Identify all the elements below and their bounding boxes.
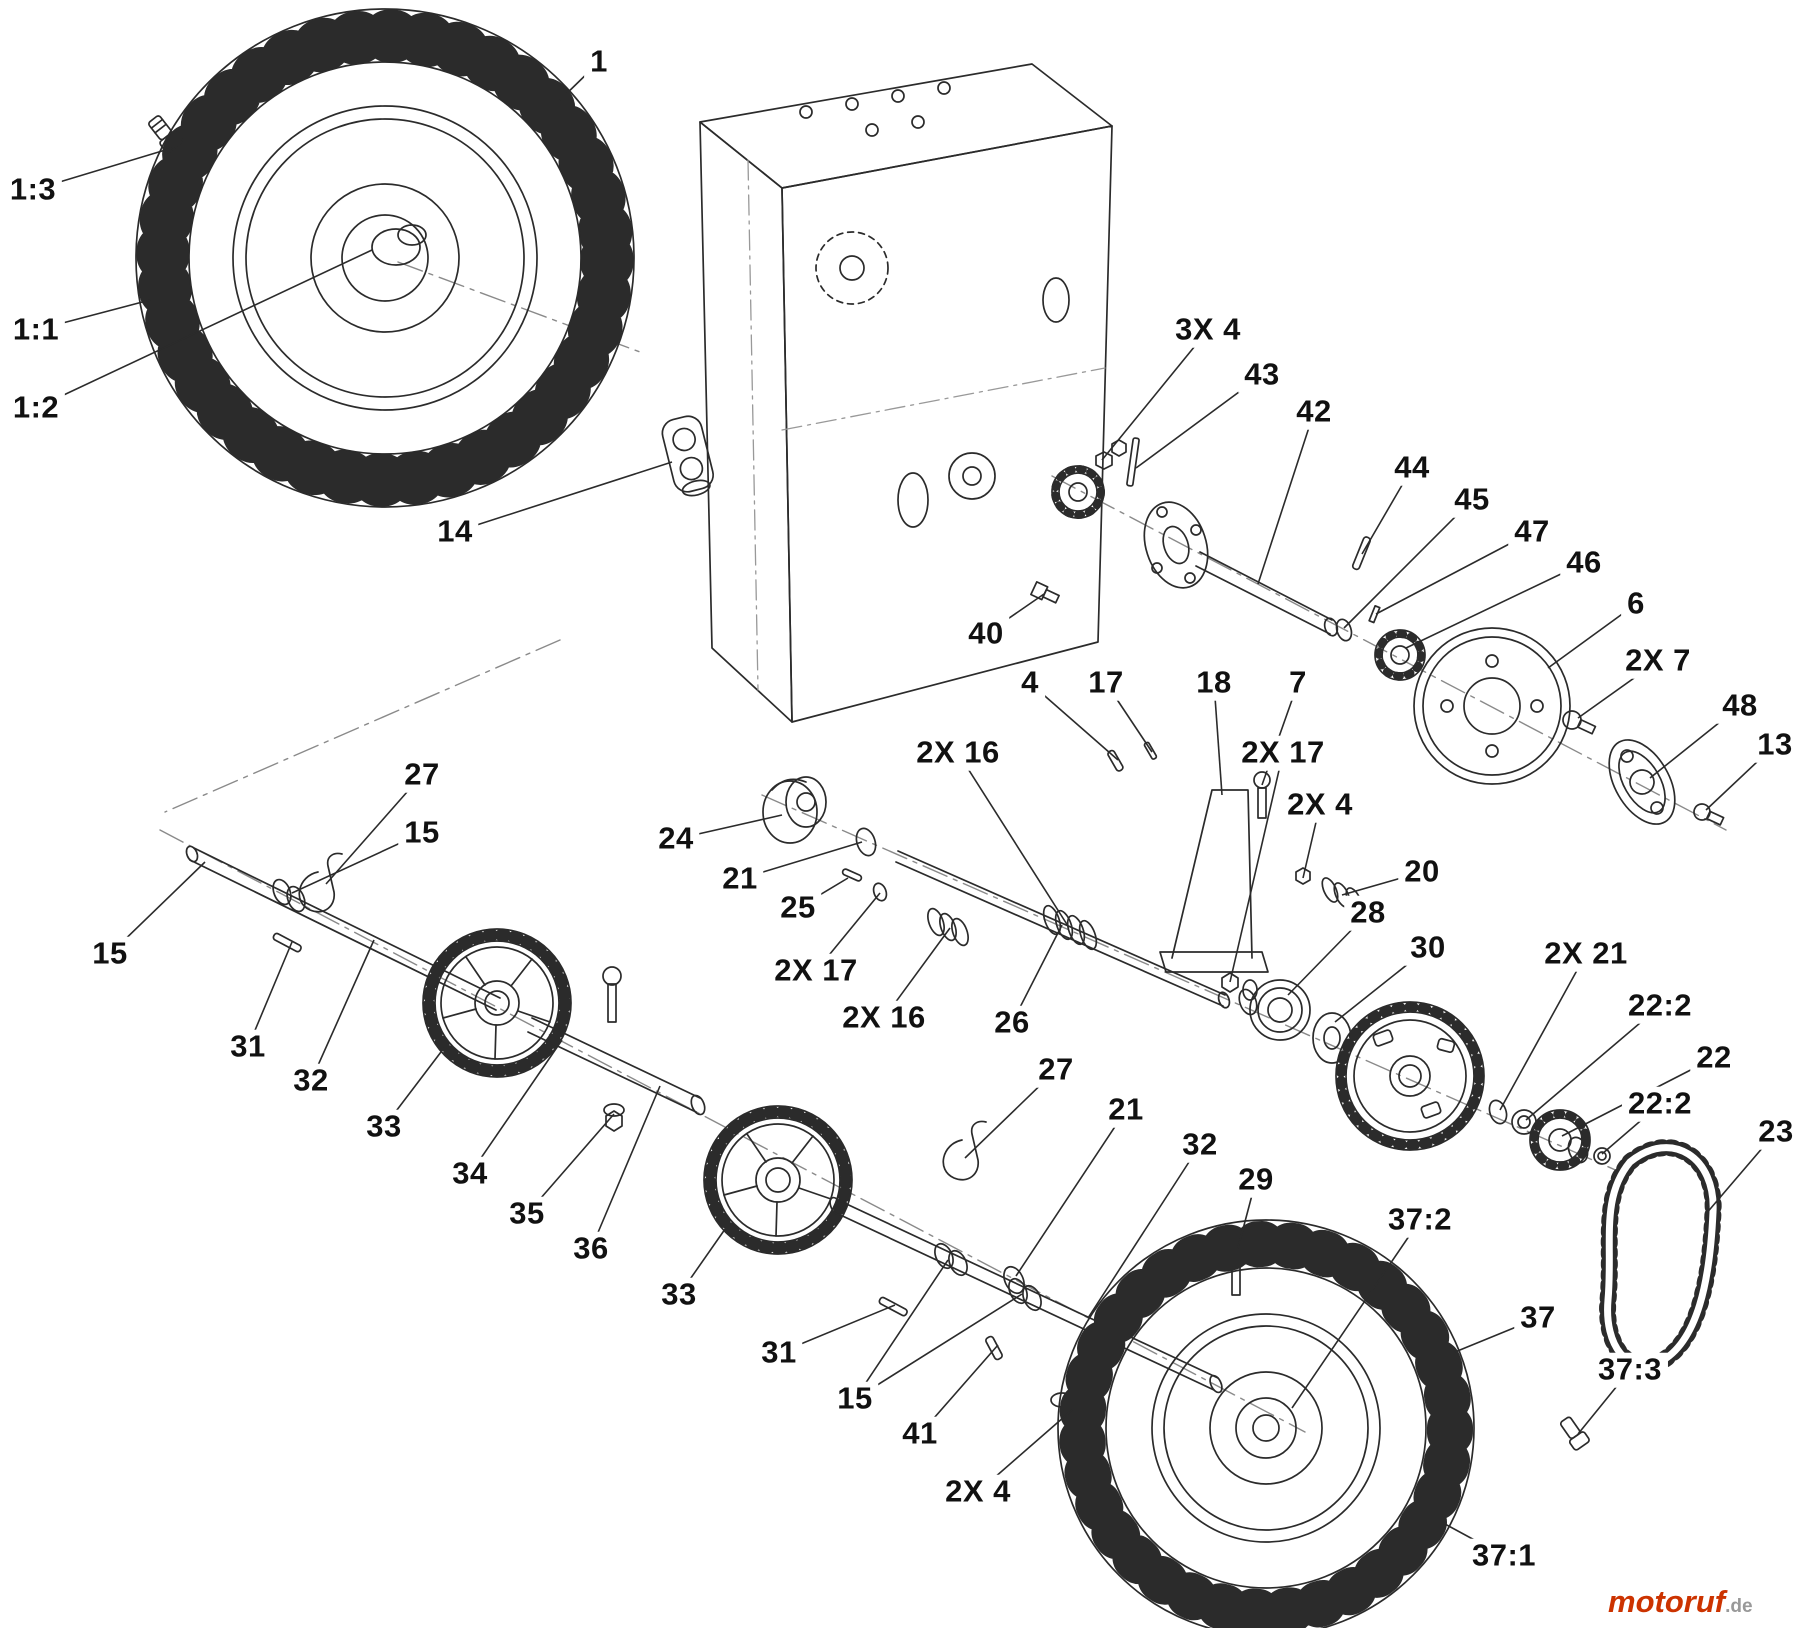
watermark-tld: .de [1725, 1596, 1753, 1617]
part-label-32: 32 [287, 1063, 335, 1099]
part-label-37-1: 37:1 [1465, 1538, 1543, 1574]
part-label-1-2: 1:2 [6, 390, 66, 426]
part-label-33: 33 [360, 1109, 408, 1145]
part-label-20: 20 [1398, 854, 1446, 890]
frame-housing-drawing [661, 63, 1113, 723]
part-label-47: 47 [1508, 514, 1556, 550]
part-label-44: 44 [1388, 450, 1436, 486]
part-label-22-2: 22:2 [1621, 988, 1699, 1024]
frame-bolt-40-drawing [1030, 581, 1060, 604]
part-label-37: 37 [1514, 1300, 1562, 1336]
part-label-2x-7: 2X 7 [1619, 643, 1697, 679]
part-label-18: 18 [1190, 665, 1238, 701]
part-label-24: 24 [652, 821, 700, 857]
part-label-22-2: 22:2 [1621, 1086, 1699, 1122]
part-label-37-3: 37:3 [1591, 1352, 1669, 1388]
part-label-27: 27 [398, 757, 446, 793]
part-label-15: 15 [831, 1381, 879, 1417]
part-label-2x-4: 2X 4 [939, 1474, 1017, 1510]
part-label-30: 30 [1404, 930, 1452, 966]
part-label-4: 4 [1015, 665, 1045, 701]
part-label-21: 21 [716, 861, 764, 897]
part-label-28: 28 [1344, 895, 1392, 931]
part-label-15: 15 [398, 815, 446, 851]
part-label-43: 43 [1238, 357, 1286, 393]
part-label-29: 29 [1232, 1162, 1280, 1198]
part-label-41: 41 [896, 1416, 944, 1452]
part-label-37-2: 37:2 [1381, 1202, 1459, 1238]
part-label-6: 6 [1621, 586, 1651, 622]
part-label-1-1: 1:1 [6, 312, 66, 348]
part-label-14: 14 [431, 514, 479, 550]
part-label-33: 33 [655, 1277, 703, 1313]
part-label-22: 22 [1690, 1040, 1738, 1076]
part-label-31: 31 [755, 1335, 803, 1371]
part-label-17: 17 [1082, 665, 1130, 701]
part-label-42: 42 [1290, 394, 1338, 430]
part-label-2x-21: 2X 21 [1538, 936, 1634, 972]
part-label-48: 48 [1716, 688, 1764, 724]
clutch-shaft-assembly-drawing [762, 741, 1611, 1171]
part-label-21: 21 [1102, 1092, 1150, 1128]
part-label-27: 27 [1032, 1052, 1080, 1088]
part-label-2x-16: 2X 16 [910, 735, 1006, 771]
part-label-2x-17: 2X 17 [768, 953, 864, 989]
part-label-2x-16: 2X 16 [836, 1000, 932, 1036]
part-label-36: 36 [567, 1231, 615, 1267]
watermark-brand: motoruf [1608, 1584, 1726, 1619]
drive-chain-drawing [1599, 1139, 1722, 1374]
watermark-logo: motoruf.de [1608, 1586, 1753, 1617]
part-label-35: 35 [503, 1196, 551, 1232]
part-label-15: 15 [86, 936, 134, 972]
part-label-3x-4: 3X 4 [1169, 312, 1247, 348]
lug-bolt-drawing [148, 115, 183, 154]
part-label-45: 45 [1448, 482, 1496, 518]
valve-stem-drawing [1559, 1416, 1590, 1451]
right-wheel-drawing [1057, 1219, 1590, 1628]
left-wheel-drawing [135, 8, 635, 508]
part-label-7: 7 [1283, 665, 1313, 701]
part-label-1: 1 [584, 44, 614, 80]
part-label-32: 32 [1176, 1127, 1224, 1163]
part-label-23: 23 [1752, 1114, 1800, 1150]
wheel-axle-assembly-drawing [185, 845, 1246, 1422]
part-label-31: 31 [224, 1029, 272, 1065]
part-label-46: 46 [1560, 545, 1608, 581]
part-label-2x-4: 2X 4 [1281, 787, 1359, 823]
part-label-2x-17: 2X 17 [1235, 735, 1331, 771]
part-label-26: 26 [988, 1005, 1036, 1041]
rear-axle-assembly-drawing [1051, 437, 1725, 826]
part-label-25: 25 [774, 890, 822, 926]
part-label-13: 13 [1751, 727, 1799, 763]
part-label-40: 40 [962, 616, 1010, 652]
part-label-34: 34 [446, 1156, 494, 1192]
center-lines [159, 261, 1727, 1433]
part-label-1-3: 1:3 [3, 172, 63, 208]
bushing-bracket-14-drawing [661, 415, 714, 497]
